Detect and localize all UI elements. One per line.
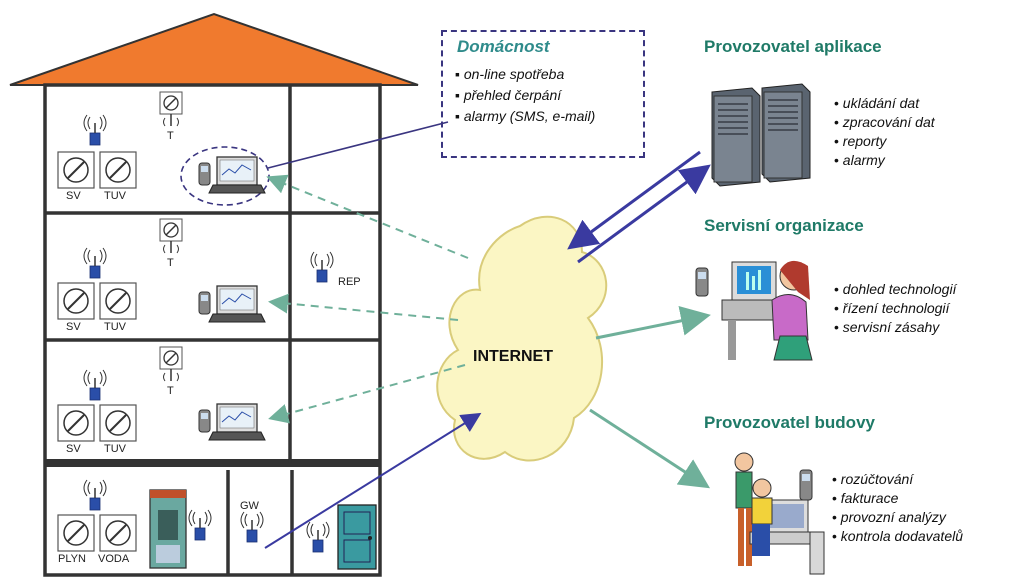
meter-label-sv: SV [66, 190, 81, 202]
building-operator-item: fakturace [832, 489, 963, 508]
building-operator-title: Provozovatel budovy [704, 413, 875, 432]
radio-module-icon [83, 247, 107, 279]
radio-module-icon [240, 511, 264, 543]
thermostat-icon [159, 346, 183, 382]
app-operator-item: zpracování dat [834, 113, 935, 132]
app-operator-item: ukládání dat [834, 94, 935, 113]
repeater-label: REP [338, 276, 361, 288]
radio-module-icon [310, 251, 334, 283]
meter-icon [99, 404, 137, 442]
meter-icon [57, 282, 95, 320]
household-list: on-line spotřeba přehled čerpání alarmy … [455, 64, 595, 127]
meter-label-sv: SV [66, 443, 81, 455]
internet-to-floors-arrows [266, 174, 469, 424]
household-title: Domácnost [457, 37, 550, 56]
door-icon [337, 504, 377, 570]
meter-label-sv: SV [66, 321, 81, 333]
app-operator-item: alarmy [834, 151, 935, 170]
laptop-icon [198, 156, 266, 194]
roof [9, 12, 419, 86]
laptop-icon [198, 285, 266, 323]
building-operator-item: rozúčtování [832, 470, 963, 489]
building-operators-icon [734, 452, 825, 575]
radio-module-icon [83, 369, 107, 401]
service-org-item: dohled technologií [834, 280, 957, 299]
service-org-item: servisní zásahy [834, 318, 956, 337]
meter-label-plyn: PLYN [58, 553, 86, 565]
radio-module-icon [306, 521, 330, 553]
service-org-title: Servisní organizace [704, 216, 864, 235]
server-arrows [567, 150, 711, 264]
meter-icon [57, 514, 95, 552]
app-operator-list: ukládání dat zpracování dat reporty alar… [834, 94, 935, 170]
meter-label-tuv: TUV [104, 443, 126, 455]
meter-icon [99, 282, 137, 320]
building-operator-item: kontrola dodavatelů [832, 527, 963, 546]
thermostat-icon [159, 218, 183, 254]
household-box [441, 30, 645, 158]
servers-icon [711, 83, 811, 187]
app-operator-title: Provozovatel aplikace [704, 37, 882, 56]
building-operator-list: rozúčtování fakturace provozní analýzy k… [832, 470, 963, 546]
thermostat-label: T [167, 257, 174, 269]
boiler-icon [149, 489, 187, 569]
laptop-icon [198, 403, 266, 441]
service-org-item: řízení technologií [834, 299, 956, 318]
household-connector [267, 121, 449, 169]
gateway-arrow [264, 412, 482, 549]
household-item: on-line spotřeba [455, 64, 595, 85]
gateway-label: GW [240, 500, 259, 512]
meter-icon [57, 151, 95, 189]
radio-module-icon [83, 114, 107, 146]
service-org-list: dohled technologií řízení technologií se… [834, 280, 957, 337]
thermostat-label: T [167, 385, 174, 397]
thermostat-icon [159, 91, 183, 127]
internet-to-operators-arrows [589, 306, 711, 489]
meter-label-voda: VODA [98, 553, 130, 565]
internet-label: INTERNET [473, 348, 553, 365]
meter-label-tuv: TUV [104, 190, 126, 202]
meter-label-tuv: TUV [104, 321, 126, 333]
thermostat-label: T [167, 130, 174, 142]
meter-icon [99, 151, 137, 189]
building [43, 83, 382, 577]
radio-module-icon [188, 509, 212, 541]
meter-icon [99, 514, 137, 552]
internet-cloud [436, 215, 608, 462]
meter-icon [57, 404, 95, 442]
building-operator-item: provozní analýzy [832, 508, 963, 527]
app-operator-item: reporty [834, 132, 935, 151]
service-technician-icon [695, 260, 813, 361]
household-item: přehled čerpání [455, 85, 595, 106]
radio-module-icon [83, 479, 107, 511]
household-item: alarmy (SMS, e-mail) [455, 106, 595, 127]
